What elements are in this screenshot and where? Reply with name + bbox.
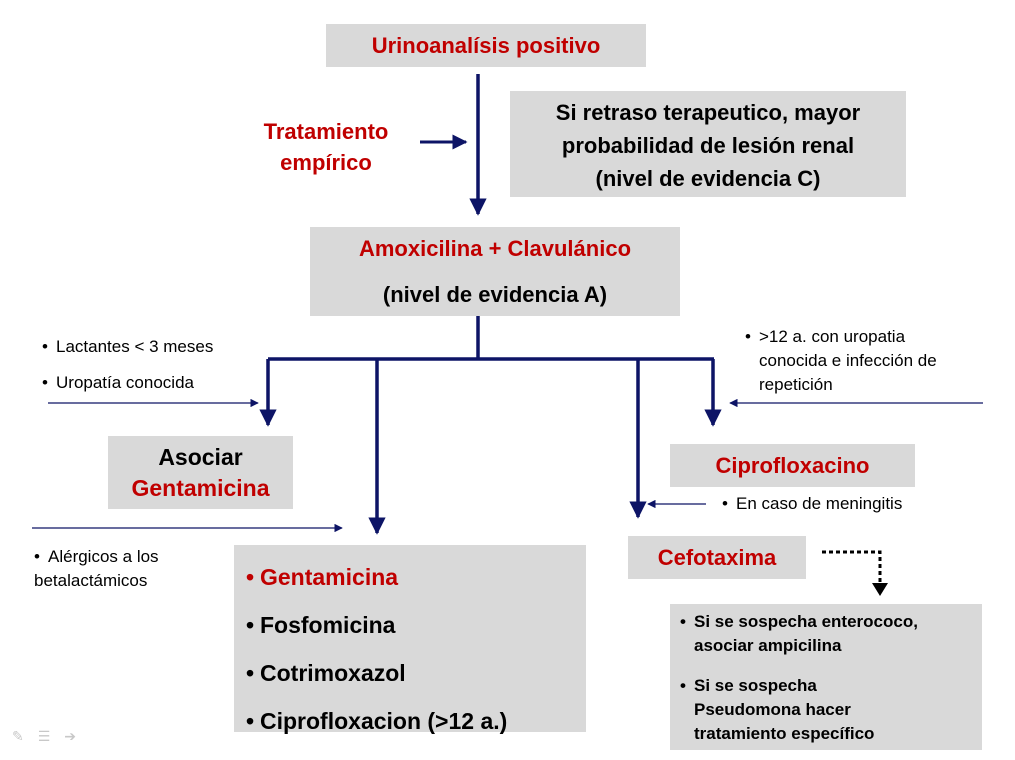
dotted-arrow-cefotaxima — [822, 550, 882, 584]
slide-toolbar: ✎ ☰ ➔ — [12, 728, 76, 745]
allergic-note: Alérgicos a los — [34, 545, 159, 569]
alt-fosfomicina: Fosfomicina — [246, 601, 586, 649]
alt-gentamicina: Gentamicina — [246, 553, 586, 601]
right-condition-list: >12 a. con uropatia conocida e infección… — [745, 325, 937, 397]
condition-lactantes: Lactantes < 3 meses — [42, 335, 213, 359]
cefotaxima-box: Cefotaxima — [628, 536, 806, 579]
urinoanalisis-box: Urinoanalísis positivo — [326, 24, 646, 67]
sospecha-enterococo: Si se sospecha enterococo, asociar ampic… — [680, 610, 982, 658]
condition-mayor-12: >12 a. con uropatia conocida e infección… — [745, 325, 937, 397]
amoxicilina-label: Amoxicilina + Clavulánico — [358, 236, 632, 261]
alt-ciprofloxacion: Ciprofloxacion (>12 a.) — [246, 697, 586, 745]
tratamiento-label: Tratamiento empírico — [263, 119, 389, 175]
sospecha-list: Si se sospecha enterococo, asociar ampic… — [680, 610, 982, 746]
ciprofloxacino-box: Ciprofloxacino — [670, 444, 915, 487]
amoxicilina-box: Amoxicilina + Clavulánico (nivel de evid… — [310, 227, 680, 316]
alternatives-list: Gentamicina Fosfomicina Cotrimoxazol Cip… — [246, 553, 586, 745]
meningitis-note: En caso de meningitis — [722, 492, 902, 516]
sospecha-box: Si se sospecha enterococo, asociar ampic… — [670, 604, 982, 750]
evidencia-a-label: (nivel de evidencia A) — [382, 282, 608, 307]
menu-icon[interactable]: ☰ — [37, 728, 51, 744]
pen-icon[interactable]: ✎ — [12, 728, 24, 744]
asociar-gentamicina-box: Asociar Gentamicina — [108, 436, 293, 509]
dotted-arrowhead — [872, 583, 888, 596]
retraso-note-box: Si retraso terapeutico, mayor probabilid… — [510, 91, 906, 197]
sospecha-pseudomona: Si se sospecha Pseudomona hacer tratamie… — [680, 674, 982, 746]
alternatives-box: Gentamicina Fosfomicina Cotrimoxazol Cip… — [234, 545, 586, 745]
left-conditions-list: Lactantes < 3 meses Uropatía conocida — [42, 335, 213, 395]
alt-cotrimoxazol: Cotrimoxazol — [246, 649, 586, 697]
allergic-note-line2: betalactámicos — [34, 571, 148, 590]
urinoanalisis-label: Urinoanalísis positivo — [371, 33, 601, 58]
next-arrow-icon[interactable]: ➔ — [64, 728, 77, 744]
condition-uropatia: Uropatía conocida — [42, 371, 213, 395]
